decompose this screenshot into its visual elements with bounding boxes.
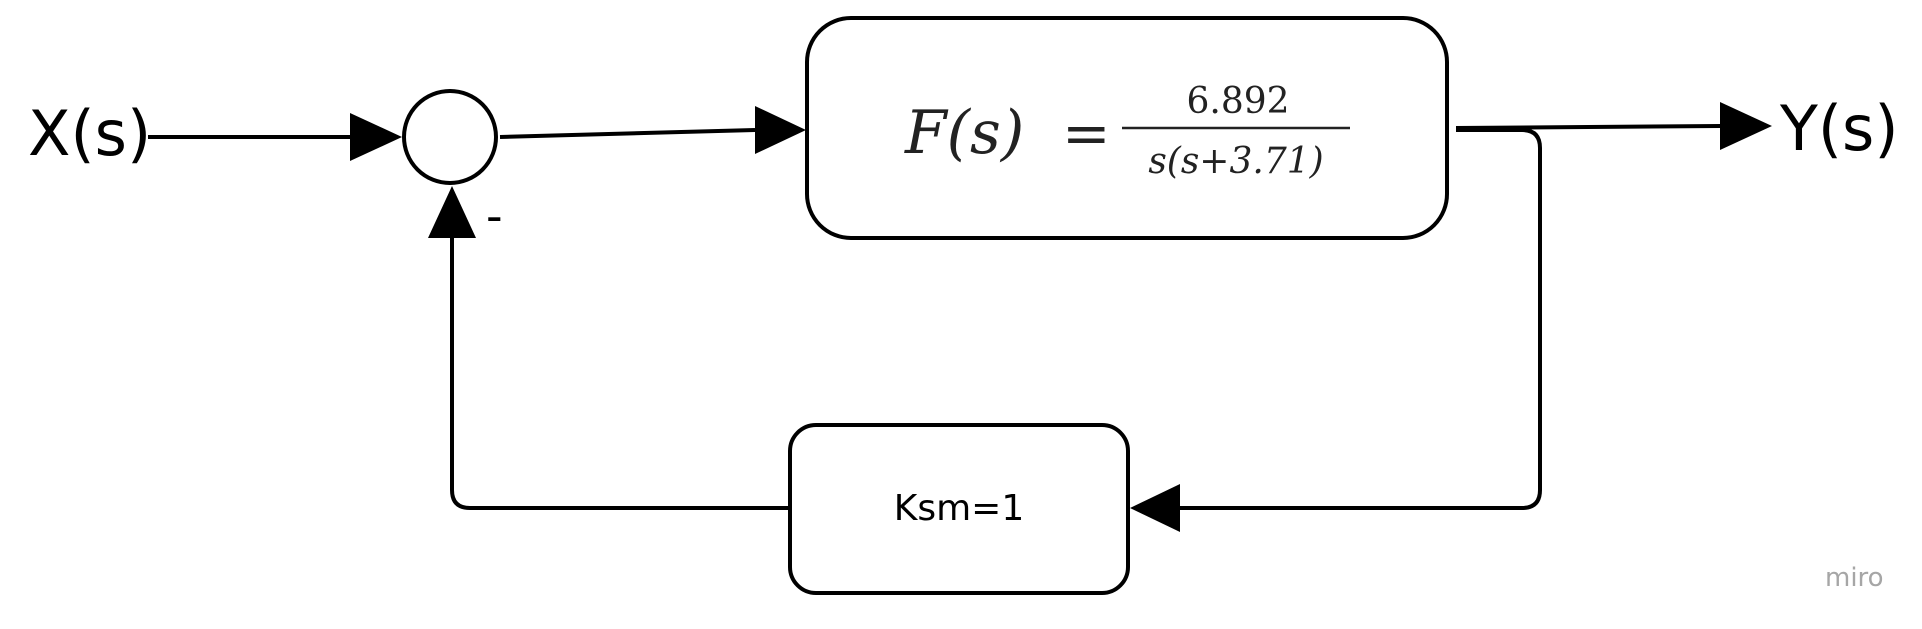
summer-feedback-arrowhead	[428, 186, 476, 238]
feedback-return-line	[1180, 128, 1542, 510]
transfer-function-denominator: s(s+3.71)	[1148, 141, 1323, 182]
summing-minus-sign: -	[486, 189, 503, 243]
input-label: X(s)	[28, 97, 151, 170]
feedback-to-summer-line	[450, 238, 788, 510]
miro-watermark: miro	[1825, 563, 1884, 593]
feedback-arrowhead	[1130, 484, 1180, 532]
output-arrowhead	[1720, 102, 1772, 150]
transfer-function-equals: =	[1062, 99, 1111, 167]
forward-arrowhead	[755, 106, 806, 154]
feedback-block	[788, 423, 1130, 595]
input-arrowhead	[350, 113, 402, 161]
output-label: Y(s)	[1779, 92, 1899, 165]
forward-line	[499, 128, 756, 139]
transfer-function-lhs: F(s)	[904, 98, 1024, 168]
output-line	[1455, 124, 1721, 130]
feedback-block-label: Ksm=1	[894, 488, 1025, 529]
summing-junction	[402, 89, 498, 185]
transfer-function-numerator: 6.892	[1186, 81, 1289, 122]
